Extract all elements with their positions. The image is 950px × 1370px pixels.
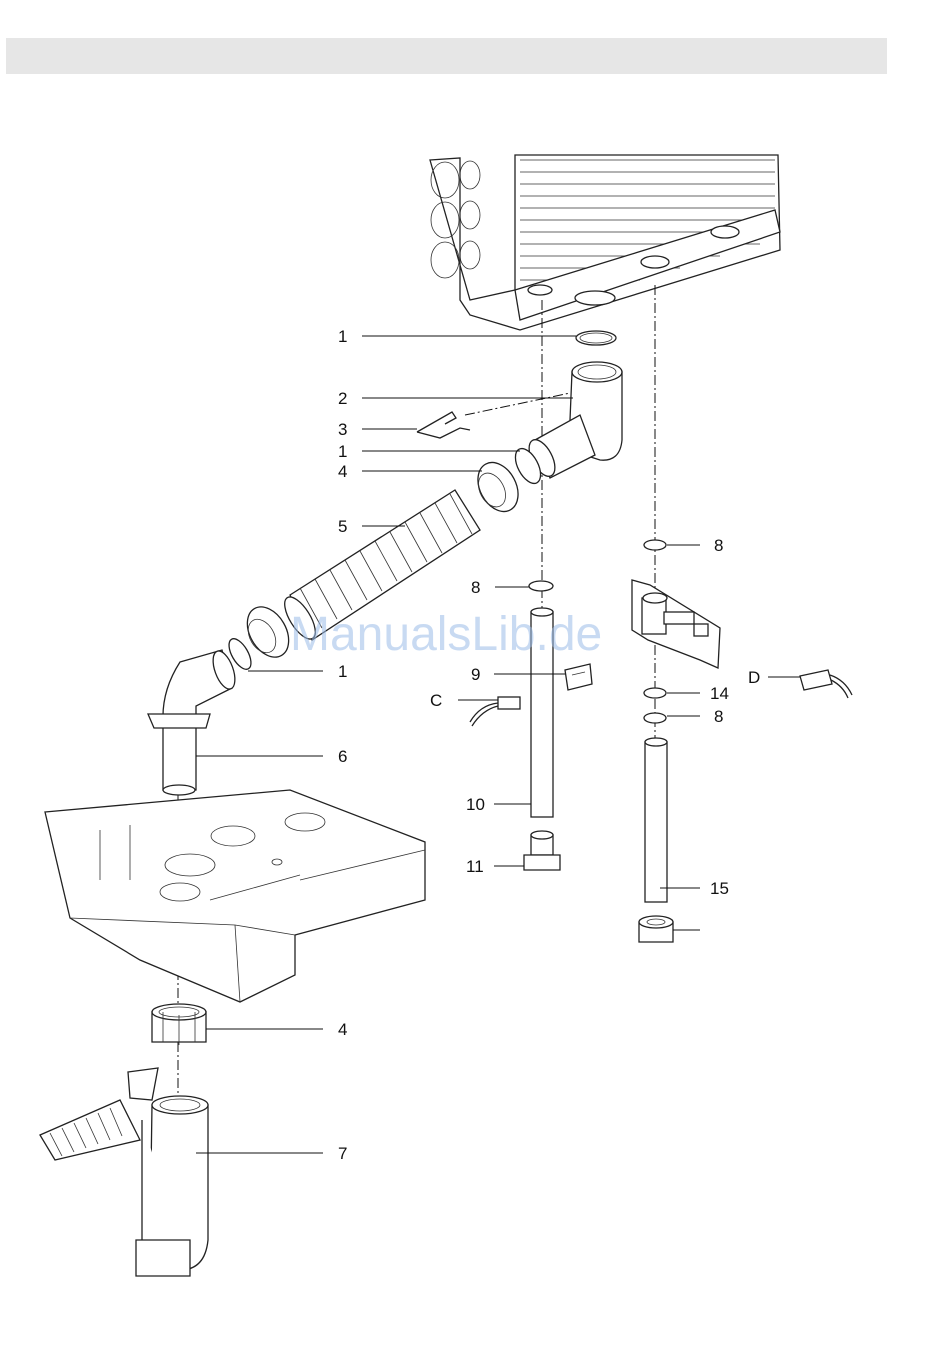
callout-3: 3 xyxy=(338,420,347,439)
base-tray xyxy=(45,790,425,1002)
o-ring-8-right-low xyxy=(644,713,666,723)
drain-elbow xyxy=(148,648,239,795)
union-nut-bottom xyxy=(152,1004,206,1045)
callout-11: 11 xyxy=(466,857,484,876)
callout-8-right-top: 8 xyxy=(714,536,723,555)
nut-15 xyxy=(639,916,673,942)
callout-15: 15 xyxy=(710,879,729,898)
callout-2: 2 xyxy=(338,389,347,408)
callout-6: 6 xyxy=(338,747,347,766)
connector-d xyxy=(800,670,852,698)
callout-10: 10 xyxy=(466,795,485,814)
tube-15 xyxy=(645,738,667,902)
elbow-fitting xyxy=(524,362,622,480)
callout-1-lower: 1 xyxy=(338,662,347,681)
o-ring-8-left xyxy=(529,581,553,591)
valve-block xyxy=(632,580,720,668)
callout-4-top: 4 xyxy=(338,462,347,481)
callout-5: 5 xyxy=(338,517,347,536)
callout-7: 7 xyxy=(338,1144,347,1163)
callout-4-bottom: 4 xyxy=(338,1020,347,1039)
siphon-trap xyxy=(40,1068,208,1276)
fitting-11 xyxy=(524,831,560,870)
callout-1-mid: 1 xyxy=(338,442,347,461)
condenser-unit xyxy=(430,155,780,330)
washer-14 xyxy=(644,688,666,698)
leader-lines xyxy=(196,336,800,1153)
sensor-clip xyxy=(565,664,592,690)
callout-8-right-low: 8 xyxy=(714,707,723,726)
callout-14: 14 xyxy=(710,684,729,703)
o-ring-8-right-top xyxy=(644,540,666,550)
watermark: ManualsLib.de xyxy=(290,608,602,661)
connector-c xyxy=(470,697,520,726)
retaining-clip xyxy=(417,412,470,438)
callout-d: D xyxy=(748,668,760,687)
center-line-clip xyxy=(465,392,575,415)
callout-8-left: 8 xyxy=(471,578,480,597)
callout-1-top: 1 xyxy=(338,327,347,346)
callout-c: C xyxy=(430,691,442,710)
callout-9: 9 xyxy=(471,665,480,684)
